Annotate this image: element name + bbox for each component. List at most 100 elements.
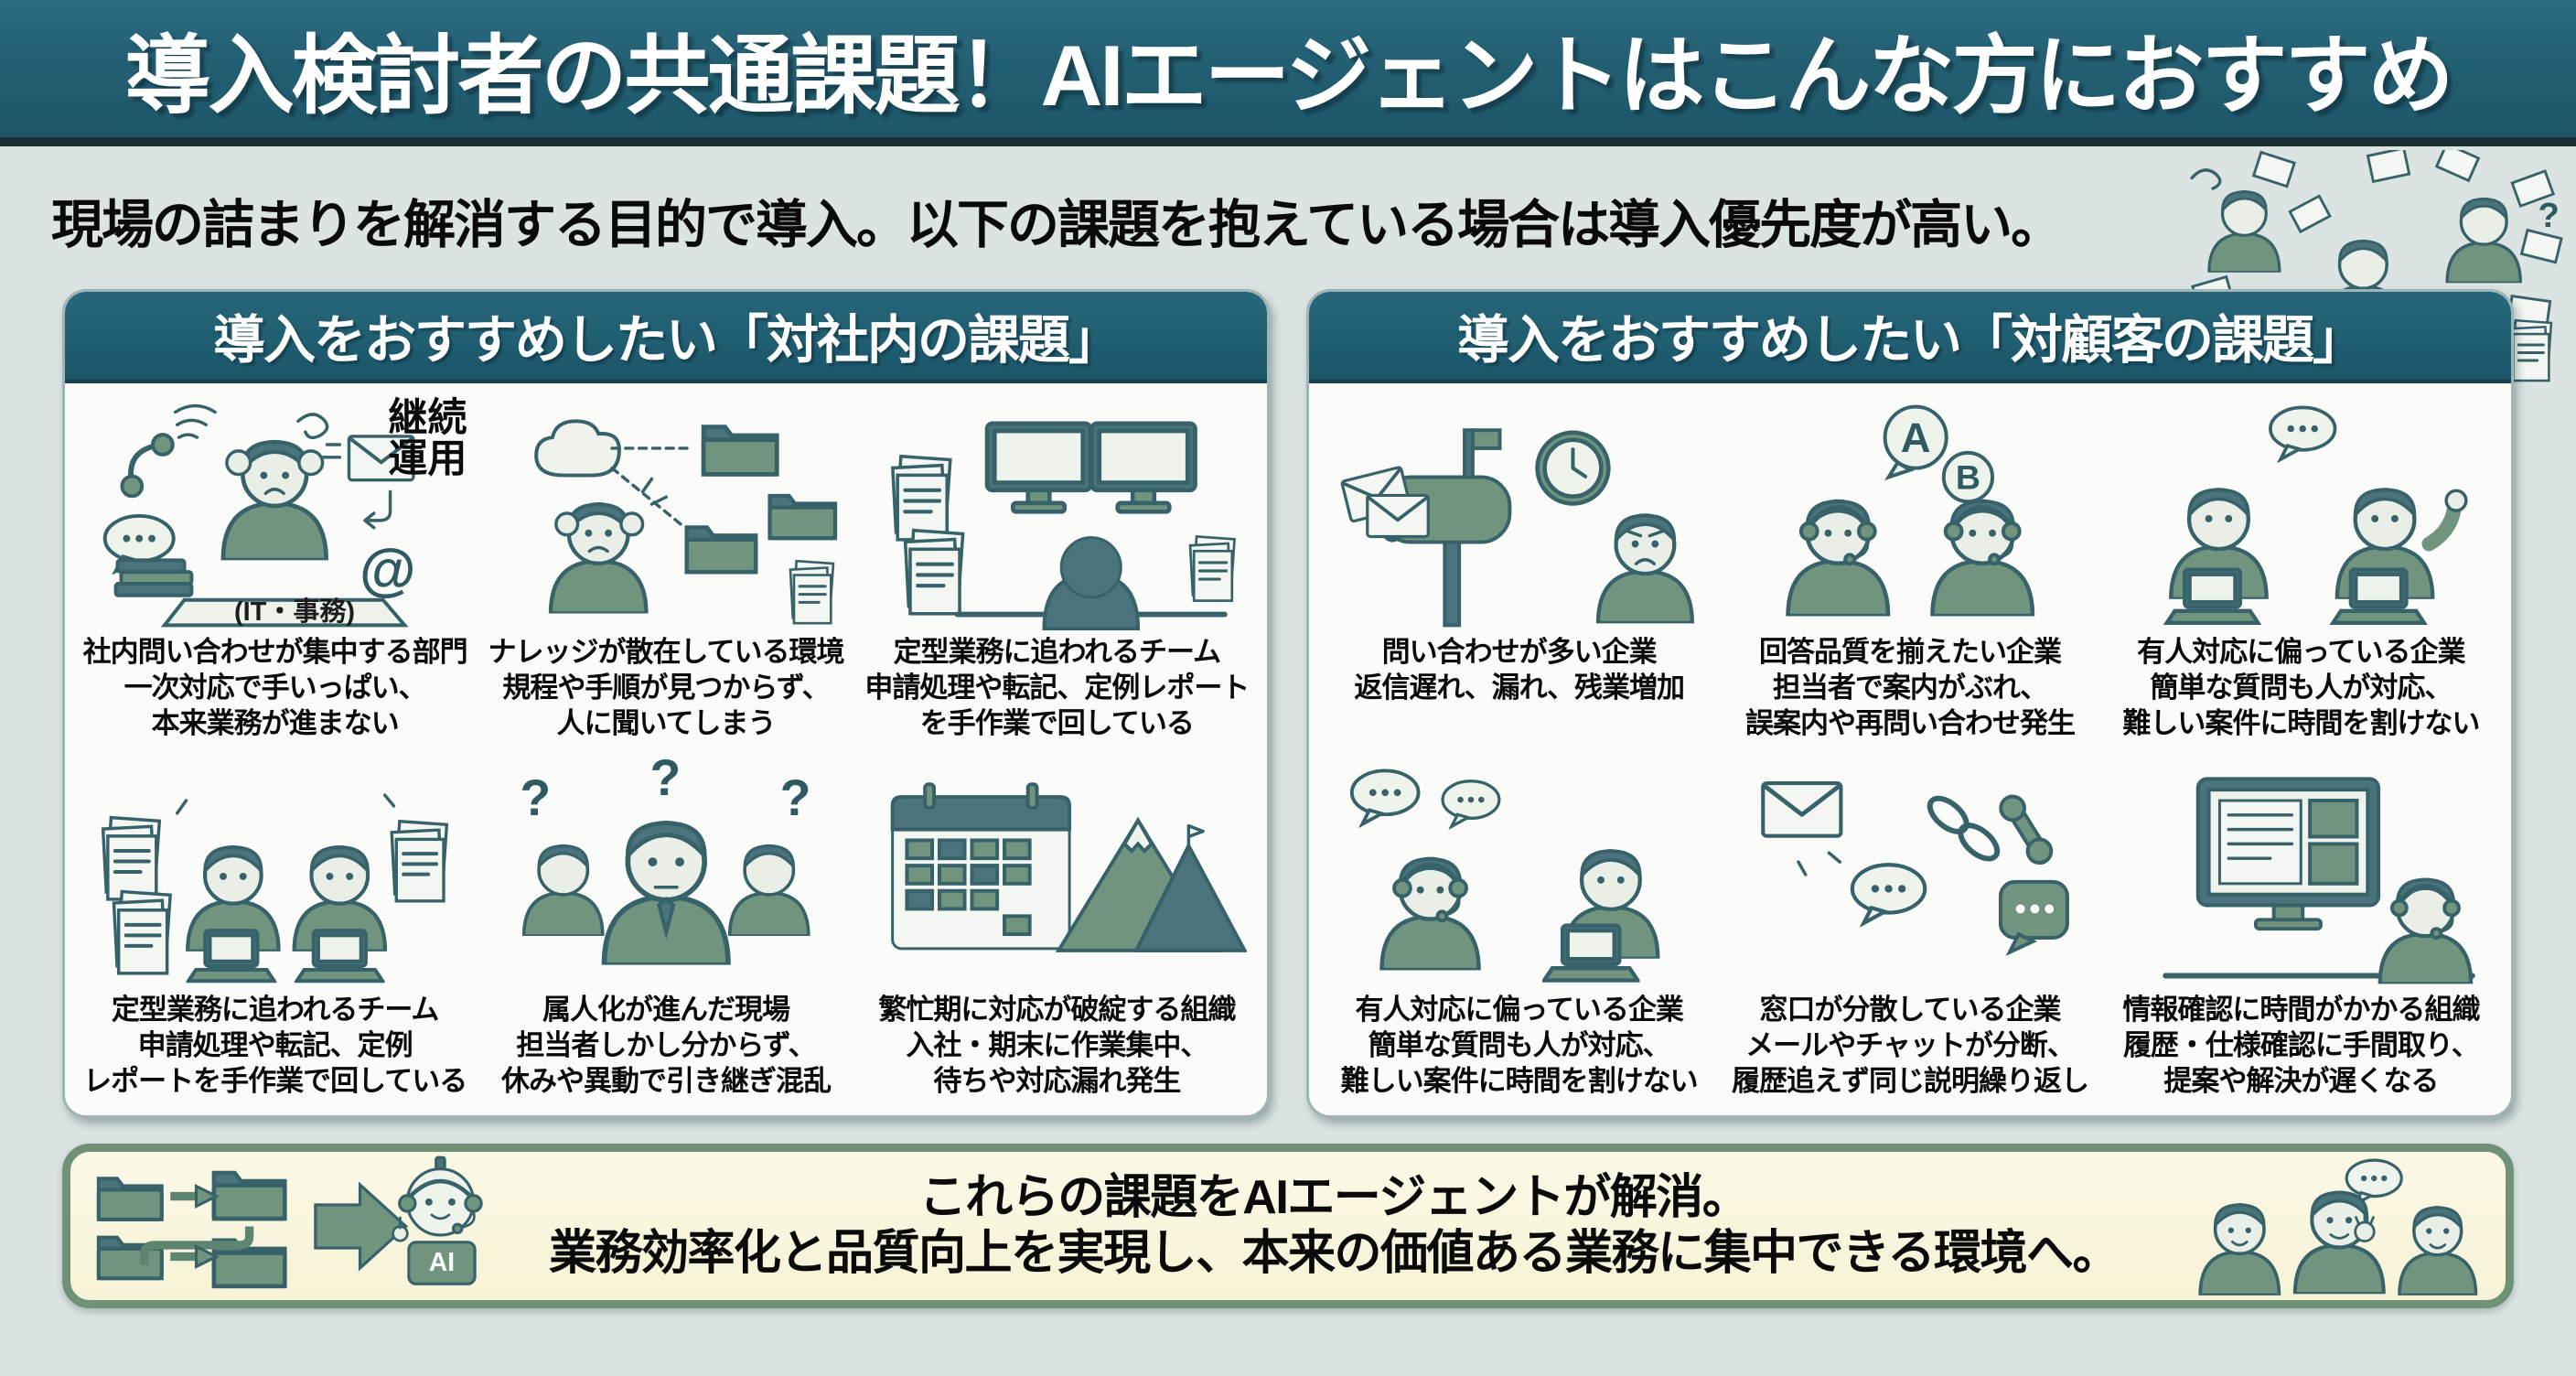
ai-label: AI bbox=[429, 1247, 455, 1276]
caption-line: 返信遅れ、漏れ、残業増加 bbox=[1354, 672, 1685, 704]
item-caption: 有人対応に偏っている企業 簡単な質問も人が対応、 難しい案件に時間を割けない bbox=[2106, 634, 2496, 741]
caption-line: 有人対応に偏っている企業 bbox=[2137, 636, 2465, 668]
caption-line: 繁忙期に対応が破綻する組織 bbox=[878, 994, 1236, 1027]
chat-agents-illustration bbox=[1350, 769, 1709, 988]
caption-line: ナレッジが散在している環境 bbox=[488, 636, 844, 668]
arrow-icon bbox=[314, 1181, 409, 1272]
caption-line: 回答品質を揃えたい企業 bbox=[1758, 636, 2062, 668]
caption-line: 申請処理や転記、定例 bbox=[137, 1029, 413, 1062]
infographic-root: 導入検討者の共通課題！AIエージェントはこんな方におすすめ 現場の詰まりを解消す… bbox=[0, 0, 2576, 1309]
svg-text:?: ? bbox=[520, 769, 551, 826]
scattered-knowledge-illustration bbox=[533, 419, 856, 625]
routine-team-illustration bbox=[85, 793, 449, 988]
item-caption: 回答品質を揃えたい企業 担当者で案内がぶれ、 誤案内や再問い合わせ発生 bbox=[1714, 634, 2105, 741]
caption-line: 人に聞いてしまう bbox=[556, 707, 776, 740]
caption-line: 申請処理や転記、定例レポート bbox=[864, 672, 1250, 704]
ai-robot-icon: AI bbox=[392, 1156, 483, 1285]
item-internal-4: 定型業務に追われるチーム 申請処理や転記、定例 レポートを手作業で回している bbox=[80, 754, 470, 1099]
item-customer-6: 情報確認に時間がかかる組織 履歴・仕様確認に手間取り、 提案や解決が遅くなる bbox=[2106, 754, 2496, 1099]
caption-line: 規程や手順が見つからず、 bbox=[502, 672, 830, 704]
caption-line: メールやチャットが分断、 bbox=[1745, 1029, 2076, 1062]
caption-line: 履歴・仕様確認に手間取り、 bbox=[2122, 1029, 2480, 1062]
caption-line: 定型業務に追われるチーム bbox=[893, 636, 1222, 668]
caption-line: 難しい案件に時間を割けない bbox=[1340, 1065, 1699, 1098]
caption-line: 履歴追えず同じ説明繰り返し bbox=[1731, 1065, 2089, 1098]
item-caption: 定型業務に追われるチーム 申請処理や転記、定例 レポートを手作業で回している bbox=[80, 992, 470, 1099]
mailbox-clock-illustration bbox=[1340, 428, 1709, 628]
caption-line: 情報確認に時間がかかる組織 bbox=[2122, 994, 2480, 1027]
workflow-folders-icon bbox=[99, 1173, 284, 1286]
panel-internal: 導入をおすすめしたい「対社内の課題」 bbox=[62, 289, 1270, 1119]
subtitle-row: 現場の詰まりを解消する目的で導入。以下の課題を抱えている場合は導入優先度が高い。… bbox=[0, 146, 2576, 382]
info-lookup-computer-illustration bbox=[2163, 777, 2475, 988]
caption-line: 難しい案件に時間を割けない bbox=[2122, 707, 2480, 740]
caption-line: レポートを手作業で回している bbox=[83, 1065, 467, 1098]
svg-text:?: ? bbox=[779, 769, 810, 826]
item-caption: 繁忙期に対応が破綻する組織 入社・期末に作業集中、 待ちや対応漏れ発生 bbox=[862, 992, 1252, 1099]
top-banner: 導入検討者の共通課題！AIエージェントはこんな方におすすめ bbox=[0, 0, 2576, 146]
svg-text:@: @ bbox=[360, 538, 416, 602]
caption-line: 本来業務が進まない bbox=[151, 707, 400, 740]
item-customer-2: A B bbox=[1714, 396, 2105, 741]
item-caption: 窓口が分散している企業 メールやチャットが分断、 履歴追えず同じ説明繰り返し bbox=[1714, 992, 2105, 1099]
panel-internal-grid: @ 継続 運用 (IT・事務) 社内問い合わせが集中する部門 bbox=[65, 383, 1267, 1115]
dependent-expert-illustration: ? ? ? bbox=[520, 754, 810, 988]
item-customer-4: 有人対応に偏っている企業 簡単な質問も人が対応、 難しい案件に時間を割けない bbox=[1324, 754, 1714, 1099]
panel-internal-title: 導入をおすすめしたい「対社内の課題」 bbox=[213, 311, 1121, 370]
caption-line: 待ちや対応漏れ発生 bbox=[933, 1065, 1181, 1098]
caption-line: 簡単な質問も人が対応、 bbox=[1368, 1029, 1671, 1062]
item-caption: 問い合わせが多い企業 返信遅れ、漏れ、残業増加 bbox=[1324, 634, 1714, 705]
svg-text:A: A bbox=[1901, 414, 1931, 461]
item-internal-2: ナレッジが散在している環境 規程や手順が見つからず、 人に聞いてしまう bbox=[470, 396, 861, 741]
routine-tasks-monitors-illustration bbox=[867, 396, 1237, 630]
it-office-note: (IT・事務) bbox=[233, 597, 356, 627]
svg-text:?: ? bbox=[649, 754, 681, 806]
svg-text:B: B bbox=[1956, 457, 1980, 496]
item-caption: 社内問い合わせが集中する部門 一次対応で手いっぱい、 本来業務が進まない bbox=[80, 634, 470, 741]
item-internal-3: 定型業務に追われるチーム 申請処理や転記、定例レポート を手作業で回している bbox=[862, 396, 1252, 741]
caption-line: 誤案内や再問い合わせ発生 bbox=[1744, 707, 2076, 740]
footer-message: これらの課題をAIエージェントが解消。 業務効率化と品質向上を実現し、本来の価値… bbox=[497, 1170, 2171, 1282]
manual-support-laptops-illustration bbox=[2111, 405, 2468, 630]
caption-line: 窓口が分散している企業 bbox=[1759, 994, 2061, 1027]
subtitle: 現場の詰まりを解消する目的で導入。以下の課題を抱えている場合は導入優先度が高い。 bbox=[51, 196, 2063, 254]
panel-customer: 導入をおすすめしたい「対顧客の課題」 bbox=[1306, 289, 2514, 1119]
panel-customer-header: 導入をおすすめしたい「対顧客の課題」 bbox=[1309, 292, 2511, 383]
caption-line: 提案や解決が遅くなる bbox=[2163, 1065, 2439, 1098]
scattered-channels-illustration bbox=[1721, 754, 2069, 957]
caption-line: 担当者で案内がぶれ、 bbox=[1772, 672, 2048, 704]
item-customer-3: 有人対応に偏っている企業 簡単な質問も人が対応、 難しい案件に時間を割けない bbox=[2106, 396, 2496, 741]
caption-line: 休みや異動で引き継ぎ混乱 bbox=[500, 1065, 832, 1098]
caption-line: 一次対応で手いっぱい、 bbox=[123, 672, 427, 704]
continuous-operation-label: 継続 運用 bbox=[388, 398, 467, 479]
workflow-to-ai-illustration: AI bbox=[87, 1156, 483, 1298]
item-customer-5: 窓口が分散している企業 メールやチャットが分断、 履歴追えず同じ説明繰り返し bbox=[1714, 754, 2105, 1099]
footer-line-2: 業務効率化と品質向上を実現し、本来の価値ある業務に集中できる環境へ。 bbox=[549, 1227, 2120, 1281]
svg-text:?: ? bbox=[2538, 196, 2559, 235]
panel-internal-header: 導入をおすすめしたい「対社内の課題」 bbox=[65, 292, 1267, 383]
busy-season-calendar-illustration bbox=[890, 782, 1247, 952]
caption-line: 定型業務に追われるチーム bbox=[111, 994, 440, 1027]
footer-banner: AI これらの課題をAIエージェントが解消。 業務効率化と品質向上を実現し、本来… bbox=[62, 1144, 2514, 1309]
item-caption: ナレッジが散在している環境 規程や手順が見つからず、 人に聞いてしまう bbox=[470, 634, 861, 741]
item-caption: 情報確認に時間がかかる組織 履歴・仕様確認に手間取り、 提案や解決が遅くなる bbox=[2106, 992, 2496, 1099]
panel-customer-title: 導入をおすすめしたい「対顧客の課題」 bbox=[1457, 311, 2365, 370]
item-internal-1: @ 継続 運用 (IT・事務) 社内問い合わせが集中する部門 bbox=[80, 396, 470, 741]
item-customer-1: 問い合わせが多い企業 返信遅れ、漏れ、残業増加 bbox=[1324, 396, 1714, 741]
item-caption: 有人対応に偏っている企業 簡単な質問も人が対応、 難しい案件に時間を割けない bbox=[1324, 992, 1714, 1099]
footer-line-1: これらの課題をAIエージェントが解消。 bbox=[918, 1171, 1750, 1225]
caption-line: を手作業で回している bbox=[919, 707, 1195, 740]
item-internal-5: ? ? ? 属人化が進んだ現場 担当者しかし分からず、 休みや異動で引き継ぎ混乱 bbox=[470, 754, 861, 1099]
item-internal-6: 繁忙期に対応が破綻する組織 入社・期末に作業集中、 待ちや対応漏れ発生 bbox=[862, 754, 1252, 1099]
item-caption: 属人化が進んだ現場 担当者しかし分からず、 休みや異動で引き継ぎ混乱 bbox=[470, 992, 861, 1099]
panel-customer-grid: 問い合わせが多い企業 返信遅れ、漏れ、残業増加 A B bbox=[1309, 383, 2511, 1115]
happy-customers-illustration bbox=[2198, 1158, 2478, 1296]
caption-line: 社内問い合わせが集中する部門 bbox=[82, 636, 468, 668]
panels-row: 導入をおすすめしたい「対社内の課題」 bbox=[0, 289, 2576, 1119]
caption-line: 問い合わせが多い企業 bbox=[1381, 636, 1658, 668]
page-title: 導入検討者の共通課題！AIエージェントはこんな方におすすめ bbox=[124, 27, 2453, 124]
caption-line: 簡単な質問も人が対応、 bbox=[2150, 672, 2453, 704]
caption-line: 属人化が進んだ現場 bbox=[542, 994, 790, 1027]
headset-agents-ab-illustration: A B bbox=[1721, 404, 2100, 630]
caption-line: 有人対応に偏っている企業 bbox=[1355, 994, 1683, 1027]
